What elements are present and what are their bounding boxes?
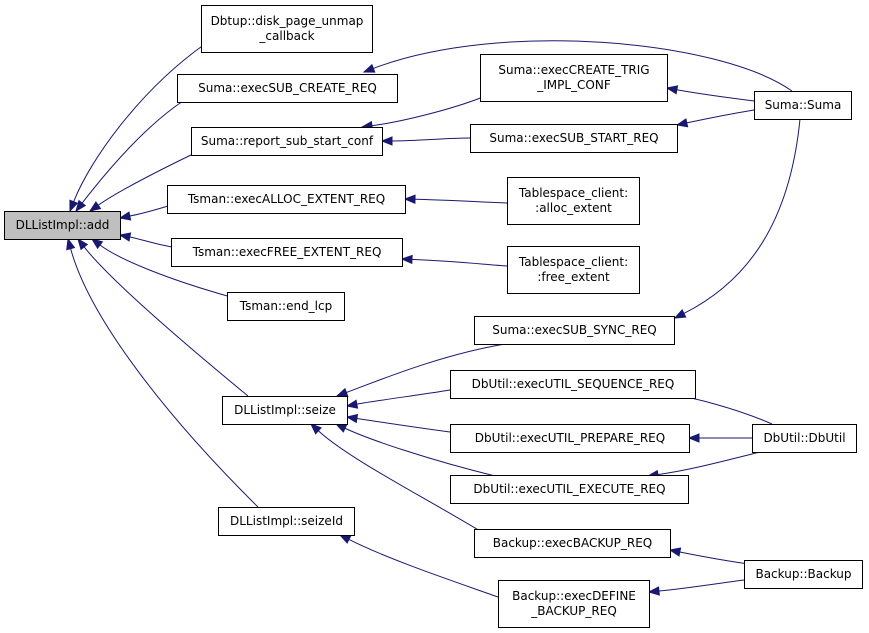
node-dbutil-seq[interactable]: DbUtil::execUTIL_SEQUENCE_REQ: [450, 370, 696, 399]
edge-tsman_alloc-to-dllist_add: [118, 205, 169, 221]
node-label: _BACKUP_REQ: [530, 604, 617, 618]
node-box: [507, 246, 640, 294]
node-suma-sub-start[interactable]: Suma::execSUB_START_REQ: [470, 124, 678, 153]
edge-dbutil_prep-to-dllist_seize: [345, 413, 451, 433]
node-label: Tablespace_client:: [518, 186, 628, 200]
node-label: DbUtil::execUTIL_SEQUENCE_REQ: [472, 377, 675, 391]
node-box: [218, 507, 355, 536]
node-dllist-add[interactable]: DLListImpl::add: [4, 211, 121, 240]
edge-backup_ctor-to-backup_req: [668, 547, 750, 565]
edge-dllist_seizeid-to-dllist_add: [66, 237, 259, 508]
edge-suma_sub_create-to-dllist_add: [75, 100, 184, 213]
call-graph-edges: [66, 40, 801, 598]
node-label: :alloc_extent: [535, 201, 612, 215]
node-ts-alloc[interactable]: Tablespace_client::alloc_extent: [507, 177, 640, 225]
node-label: _callback: [258, 29, 314, 43]
node-label: Tsman::execFREE_EXTENT_REQ: [192, 245, 382, 259]
call-graph-nodes: DLListImpl::add Dbtup::disk_page_unmap_ca…: [4, 5, 863, 628]
edge-ts_free-to-tsman_free: [400, 254, 508, 267]
node-tsman-endlcp[interactable]: Tsman::end_lcp: [227, 292, 345, 321]
node-suma-report[interactable]: Suma::report_sub_start_conf: [191, 127, 383, 156]
node-box: [201, 5, 373, 53]
node-box: [752, 424, 857, 453]
node-suma-sync[interactable]: Suma::execSUB_SYNC_REQ: [474, 316, 675, 345]
edge-suma_suma-to-suma_sub_start: [675, 109, 755, 128]
node-tsman-free[interactable]: Tsman::execFREE_EXTENT_REQ: [171, 238, 403, 267]
edge-dbutil_ctor-to-dbutil_exec: [646, 451, 761, 480]
node-box: [474, 529, 671, 558]
node-backup-define[interactable]: Backup::execDEFINE_BACKUP_REQ: [498, 580, 650, 628]
node-box: [498, 580, 650, 628]
node-dbtup-unmap[interactable]: Dbtup::disk_page_unmap_callback: [201, 5, 373, 53]
node-label: Suma::execSUB_CREATE_REQ: [198, 81, 377, 95]
edge-dllist_seize-to-dllist_add: [77, 237, 249, 397]
node-label: Tablespace_client:: [518, 255, 628, 269]
edge-dbtup_unmap-to-dllist_add: [69, 43, 206, 213]
node-label: Suma::execSUB_SYNC_REQ: [492, 323, 657, 337]
edge-dbutil_seq-to-dllist_seize: [345, 389, 451, 409]
node-label: Suma::execSUB_START_REQ: [489, 131, 658, 145]
node-label: Backup::execDEFINE: [512, 589, 636, 603]
edge-backup_ctor-to-backup_define: [647, 579, 745, 596]
edge-tsman_endlcp-to-dllist_add: [90, 238, 232, 298]
edge-suma_suma-to-suma_sub_create: [362, 40, 793, 92]
edge-ts_alloc-to-tsman_alloc: [403, 194, 508, 204]
node-dbutil-prep[interactable]: DbUtil::execUTIL_PREPARE_REQ: [450, 424, 690, 453]
node-box: [222, 396, 348, 425]
node-label: Suma::report_sub_start_conf: [201, 134, 374, 148]
edge-tsman_free-to-dllist_add: [118, 232, 173, 248]
node-box: [227, 292, 345, 321]
node-label: Suma::Suma: [765, 98, 842, 112]
node-label: :free_extent: [537, 270, 610, 284]
node-box: [754, 91, 852, 120]
node-label: Tsman::end_lcp: [239, 299, 332, 313]
node-box: [171, 238, 403, 267]
node-box: [507, 177, 640, 225]
node-box: [474, 316, 675, 345]
node-dbutil-exec[interactable]: DbUtil::execUTIL_EXECUTE_REQ: [450, 475, 689, 504]
node-backup-req[interactable]: Backup::execBACKUP_REQ: [474, 529, 671, 558]
edge-suma_sub_start-to-suma_report: [380, 136, 471, 146]
edge-suma_report-to-dllist_add: [88, 153, 194, 212]
node-dllist-seize[interactable]: DLListImpl::seize: [222, 396, 348, 425]
node-label: DbUtil::execUTIL_EXECUTE_REQ: [473, 482, 665, 496]
node-label: DLListImpl::add: [16, 218, 110, 232]
node-dbutil-ctor[interactable]: DbUtil::DbUtil: [752, 424, 857, 453]
node-label: Suma::execCREATE_TRIG: [498, 63, 649, 77]
node-label: DbUtil::execUTIL_PREPARE_REQ: [475, 431, 665, 445]
node-box: [744, 560, 863, 589]
node-box: [480, 54, 668, 102]
node-box: [4, 211, 121, 240]
edge-backup_req-to-dllist_seize: [310, 423, 491, 538]
node-label: DLListImpl::seize: [234, 403, 336, 417]
node-box: [450, 370, 696, 399]
node-box: [470, 124, 678, 153]
node-suma-sub-create[interactable]: Suma::execSUB_CREATE_REQ: [177, 74, 398, 103]
node-label: DLListImpl::seizeId: [230, 514, 343, 528]
node-tsman-alloc[interactable]: Tsman::execALLOC_EXTENT_REQ: [167, 185, 406, 214]
node-suma-create-trig[interactable]: Suma::execCREATE_TRIG_IMPL_CONF: [480, 54, 668, 102]
node-label: DbUtil::DbUtil: [763, 431, 845, 445]
edge-suma_suma-to-suma_sync: [673, 118, 801, 319]
node-label: Dbtup::disk_page_unmap: [211, 14, 364, 28]
edge-suma_suma-to-suma_create_trig: [665, 85, 755, 102]
node-box: [167, 185, 406, 214]
node-box: [177, 74, 398, 103]
node-label: Tsman::execALLOC_EXTENT_REQ: [187, 192, 385, 206]
node-label: Backup::execBACKUP_REQ: [493, 536, 653, 550]
node-box: [450, 475, 689, 504]
edge-dbutil_ctor-to-dbutil_prep: [687, 433, 753, 443]
node-dllist-seizeid[interactable]: DLListImpl::seizeId: [218, 507, 355, 536]
node-label: _IMPL_CONF: [536, 78, 611, 92]
node-label: Backup::Backup: [755, 567, 851, 581]
node-backup-ctor[interactable]: Backup::Backup: [744, 560, 863, 589]
node-box: [450, 424, 690, 453]
node-suma-suma[interactable]: Suma::Suma: [754, 91, 852, 120]
node-box: [191, 127, 383, 156]
node-ts-free[interactable]: Tablespace_client::free_extent: [507, 246, 640, 294]
